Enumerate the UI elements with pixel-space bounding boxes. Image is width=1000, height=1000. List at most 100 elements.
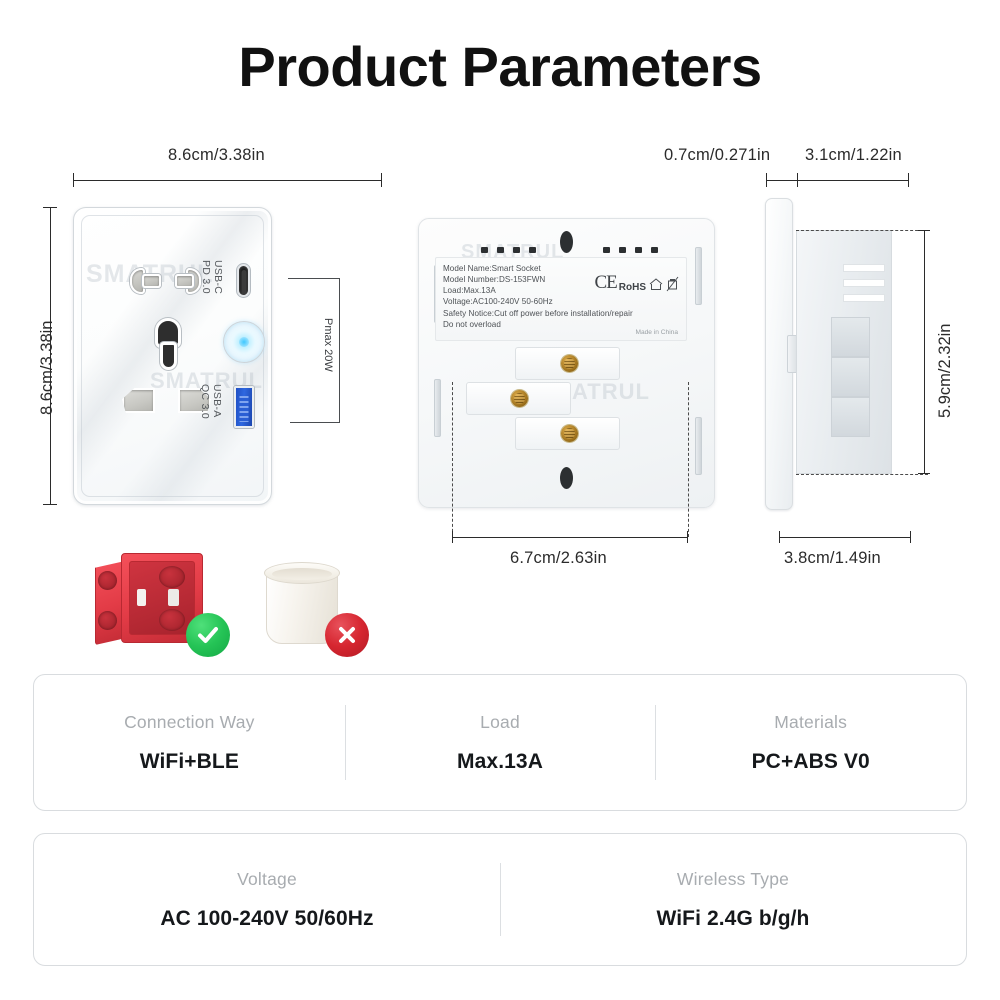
pmax-lead-bottom bbox=[290, 422, 340, 423]
spec-label-wireless-type: Wireless Type bbox=[676, 868, 790, 889]
tick-depth-left bbox=[766, 173, 767, 187]
spec-value-voltage: AC 100-240V 50/60Hz bbox=[160, 906, 374, 930]
dimension-front-width-label: 8.6cm/3.38in bbox=[168, 146, 265, 164]
vent-dot bbox=[481, 247, 488, 253]
tick-back-width-right bbox=[687, 531, 688, 543]
spec-cell-load: Load Max.13A bbox=[344, 675, 656, 810]
dimension-back-height-line bbox=[924, 230, 925, 474]
house-mark-icon bbox=[649, 278, 663, 290]
usb-c-port bbox=[237, 264, 250, 297]
redbox-back-hole bbox=[159, 566, 185, 588]
back-clip-right-top bbox=[695, 247, 702, 305]
dimension-back-width-label: 6.7cm/2.63in bbox=[510, 549, 607, 567]
dimension-side-width-line bbox=[779, 537, 911, 538]
dimension-front-height-label: 8.6cm/3.38in bbox=[38, 320, 56, 415]
terminal-screw-middle bbox=[511, 390, 528, 407]
spec-value-materials: PC+ABS V0 bbox=[751, 749, 870, 773]
back-clip-right-bottom bbox=[695, 417, 702, 475]
close-icon bbox=[339, 627, 355, 643]
power-led-button[interactable] bbox=[223, 321, 265, 363]
usb-c-label: USB-C PD 3.0 bbox=[200, 260, 224, 294]
spec-table-row-1: Connection Way WiFi+BLE Load Max.13A Mat… bbox=[33, 674, 967, 811]
rohs-mark-icon: RoHS bbox=[618, 282, 646, 293]
dimension-back-height-label: 5.9cm/2.32in bbox=[936, 323, 954, 418]
ce-mark-icon: CE bbox=[594, 272, 617, 293]
socket-back-view: SMATRUL SMATRUL Model Name:Smart Socket … bbox=[418, 218, 715, 508]
dimension-body-depth-label: 3.1cm/1.22in bbox=[805, 146, 902, 164]
wheelie-bin-crossed-icon bbox=[666, 276, 679, 292]
spec-cell-materials: Materials PC+ABS V0 bbox=[655, 675, 966, 810]
socket-hole-top-right-slot bbox=[175, 274, 194, 288]
socket-hole-center-lower bbox=[160, 342, 177, 370]
back-label-voltage: Voltage:AC100-240V 50-60Hz bbox=[443, 297, 553, 307]
spec-cell-voltage: Voltage AC 100-240V 50/60Hz bbox=[34, 834, 500, 965]
back-label-model-number: Model Number:DS-153FWN bbox=[443, 275, 546, 285]
vent-dot bbox=[529, 247, 536, 253]
spec-label-materials: Materials bbox=[774, 711, 848, 732]
vent-dot bbox=[619, 247, 626, 253]
side-body-housing bbox=[796, 230, 892, 474]
spec-value-connection-way: WiFi+BLE bbox=[139, 749, 239, 773]
usb-c-label-line1: USB-C bbox=[212, 260, 224, 295]
dimension-back-width-line bbox=[452, 537, 688, 538]
dimension-plate-thickness-label: 0.7cm/0.271in bbox=[664, 146, 771, 164]
spec-cell-wireless-type: Wireless Type WiFi 2.4G b/g/h bbox=[500, 834, 966, 965]
side-terminal-step bbox=[831, 397, 870, 437]
redbox-conduit-hole bbox=[98, 571, 117, 590]
usb-a-port bbox=[234, 386, 254, 428]
spec-value-wireless-type: WiFi 2.4G b/g/h bbox=[656, 906, 810, 930]
pmax-label: Pmax 20W bbox=[322, 318, 334, 372]
back-clip-left-bottom bbox=[434, 379, 441, 437]
tick-back-width-left bbox=[452, 531, 453, 543]
socket-front-faceplate: SMATRUL SMATRUL USB-C PD 3.0 USB-A QC 3.… bbox=[73, 207, 272, 505]
dash-back-height-bottom bbox=[796, 474, 928, 475]
correct-check-badge bbox=[186, 613, 230, 657]
dimension-side-width-label: 3.8cm/1.49in bbox=[784, 549, 881, 567]
usb-c-label-line2: PD 3.0 bbox=[200, 260, 213, 294]
back-notch-bottom bbox=[560, 467, 573, 489]
spec-table-row-2: Voltage AC 100-240V 50/60Hz Wireless Typ… bbox=[33, 833, 967, 966]
dash-back-width-left bbox=[452, 382, 453, 537]
tick-front-height-bottom bbox=[43, 504, 57, 505]
side-fin bbox=[843, 294, 885, 302]
pmax-lead-vertical bbox=[339, 278, 340, 423]
side-terminal-step bbox=[831, 317, 870, 357]
dash-back-height-top bbox=[796, 230, 928, 231]
check-icon bbox=[198, 627, 218, 643]
back-label-safety-notice: Safety Notice:Cut off power before insta… bbox=[443, 308, 633, 318]
dimension-depth-line bbox=[766, 180, 909, 181]
back-label-model-name: Model Name:Smart Socket bbox=[443, 264, 541, 273]
dimension-front-width-line bbox=[73, 180, 382, 181]
usb-a-label: USB-A QC 3.0 bbox=[199, 384, 223, 419]
tick-front-width-left bbox=[73, 173, 74, 187]
tick-front-width-right bbox=[381, 173, 382, 187]
side-fin bbox=[843, 279, 885, 287]
wrong-cross-badge bbox=[325, 613, 369, 657]
usb-a-label-line1: USB-A bbox=[211, 384, 223, 418]
spec-cell-connection-way: Connection Way WiFi+BLE bbox=[34, 675, 345, 810]
vent-dot bbox=[651, 247, 658, 253]
back-notch-top bbox=[560, 231, 573, 253]
spec-value-load: Max.13A bbox=[457, 749, 543, 773]
tick-back-height-bottom bbox=[918, 473, 930, 474]
spec-label-voltage: Voltage bbox=[237, 868, 297, 889]
tick-back-height-top bbox=[918, 230, 930, 231]
back-label-plate: Model Name:Smart Socket Model Number:DS-… bbox=[435, 257, 687, 341]
redbox-screw-lug bbox=[168, 589, 179, 606]
spec-label-connection-way: Connection Way bbox=[124, 711, 255, 732]
tick-side-width-left bbox=[779, 531, 780, 543]
spec-label-load: Load bbox=[480, 711, 520, 732]
dimension-front-height-line bbox=[50, 207, 51, 505]
page-title: Product Parameters bbox=[238, 35, 762, 98]
pmax-lead-top bbox=[288, 278, 340, 279]
back-label-load: Load:Max.13A bbox=[443, 286, 496, 296]
certification-marks: CE RoHS bbox=[594, 272, 679, 294]
tick-front-height-top bbox=[43, 207, 57, 208]
vent-dot bbox=[635, 247, 642, 253]
faceplate-inner-bevel bbox=[81, 215, 264, 497]
tick-side-width-right bbox=[910, 531, 911, 543]
terminal-block-bottom bbox=[515, 417, 620, 450]
side-fin bbox=[843, 264, 885, 272]
whitebox-rim bbox=[264, 562, 340, 584]
vent-dot bbox=[497, 247, 504, 253]
